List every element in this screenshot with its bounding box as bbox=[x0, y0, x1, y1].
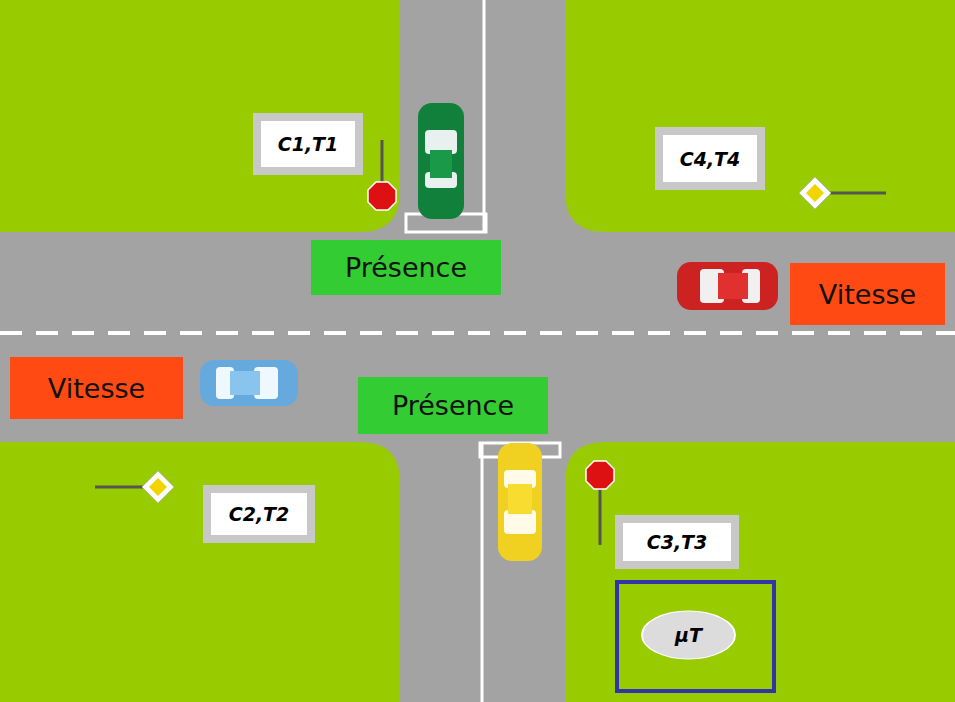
controller-label: C3,T3 bbox=[615, 515, 739, 569]
road-corner bbox=[565, 192, 605, 232]
stop-sign bbox=[368, 140, 396, 210]
red-car bbox=[677, 262, 778, 310]
node-text: Vitesse bbox=[48, 373, 145, 404]
node-text: C1,T1 bbox=[278, 133, 339, 155]
node-text: C3,T3 bbox=[647, 531, 708, 553]
center-line bbox=[483, 0, 486, 232]
road-corner bbox=[360, 442, 400, 482]
priority-sign bbox=[799, 177, 886, 209]
presence-sensor-label: Présence bbox=[311, 240, 501, 295]
presence-sensor-label: Présence bbox=[358, 377, 548, 434]
center-line bbox=[481, 442, 484, 702]
stop-sign bbox=[586, 461, 614, 545]
highlight-frame bbox=[617, 582, 774, 691]
speed-sensor-label: Vitesse bbox=[10, 357, 183, 419]
microcontroller-ellipse: µT bbox=[641, 610, 736, 660]
controller-label: C2,T2 bbox=[203, 485, 315, 543]
node-text: Présence bbox=[345, 252, 467, 283]
vertical-road bbox=[400, 0, 565, 702]
node-text: µT bbox=[675, 624, 702, 646]
node-text: C2,T2 bbox=[229, 503, 290, 525]
priority-sign bbox=[95, 471, 174, 503]
blue-car bbox=[200, 360, 298, 406]
node-text: Vitesse bbox=[819, 279, 916, 310]
center-dashed-line bbox=[0, 331, 955, 335]
node-text: C4,T4 bbox=[680, 148, 741, 170]
speed-sensor-label: Vitesse bbox=[790, 263, 945, 325]
yellow-car bbox=[498, 443, 542, 561]
controller-label: C4,T4 bbox=[655, 127, 765, 190]
controller-label: C1,T1 bbox=[253, 113, 363, 175]
green-car bbox=[418, 103, 464, 219]
node-text: Présence bbox=[392, 390, 514, 421]
